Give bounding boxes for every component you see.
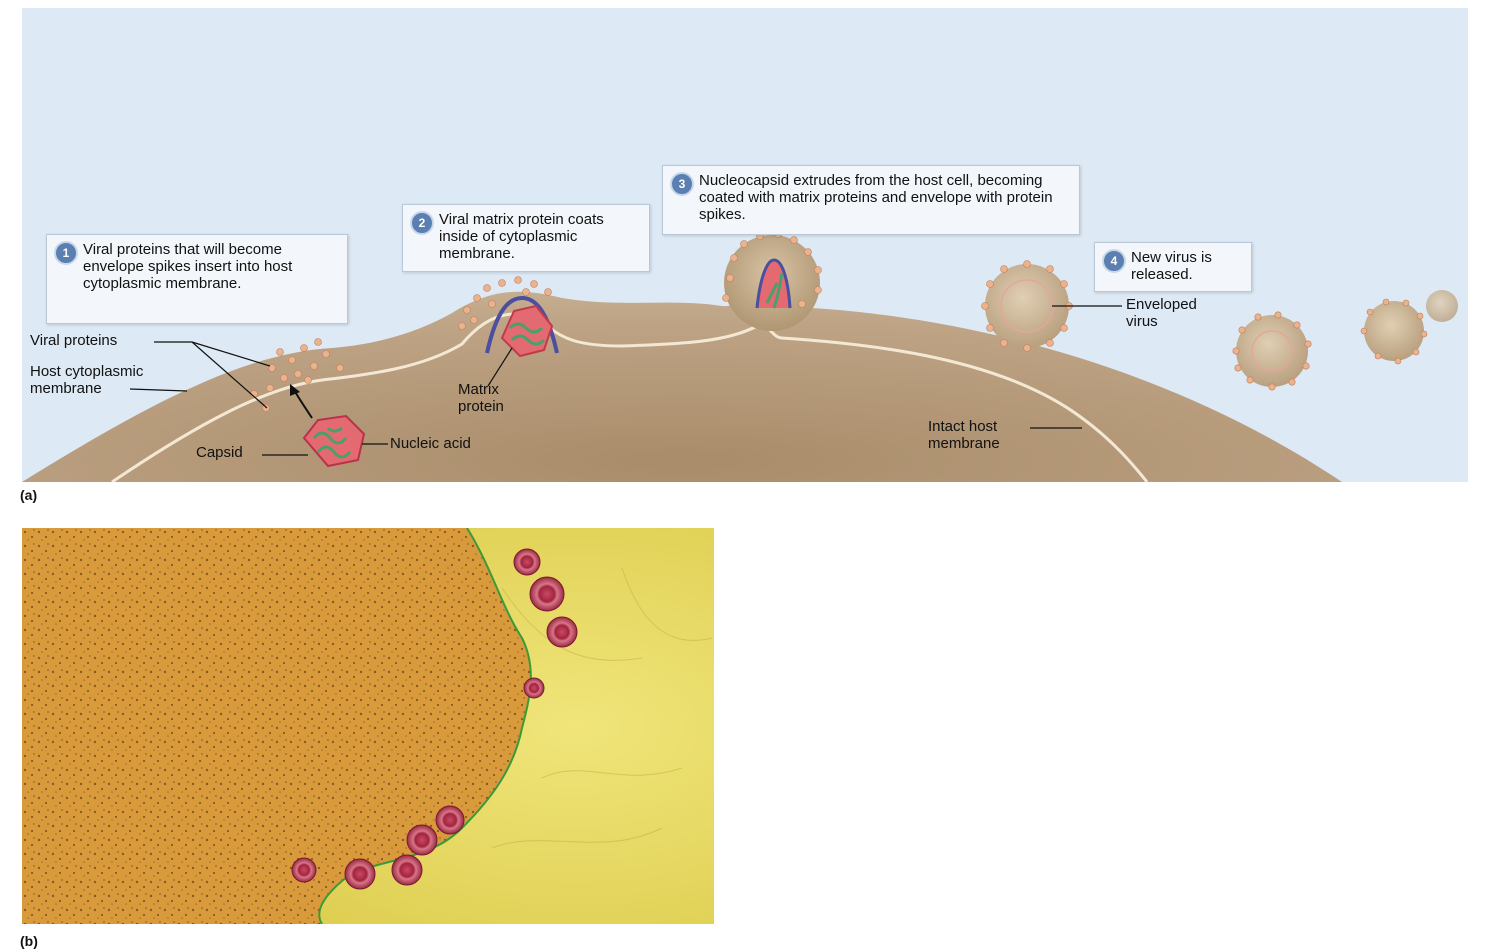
panel-b-label: (b) [20,933,38,949]
label-matrix-protein-1: Matrix [458,381,499,398]
background-fibers [491,567,713,849]
step-4-text: New virus is released. [1131,249,1212,283]
label-host-membrane-1: Host cytoplasmic [30,363,144,380]
nucleocapsid-step2 [500,304,554,358]
budding-illustration [22,230,1458,482]
step-1-text: Viral proteins that will become envelope… [83,241,293,292]
step-1-badge: 1 [54,241,78,265]
label-viral-proteins: Viral proteins [30,332,118,349]
step-3-callout: 3 Nucleocapsid extrudes from the host ce… [662,165,1080,235]
capsid [302,414,366,468]
label-matrix-protein-2: protein [458,398,504,415]
virions [291,548,578,890]
label-capsid: Capsid [196,444,243,461]
label-intact-host-1: Intact host [928,418,998,435]
budding-diagram: 1 Viral proteins that will become envelo… [22,8,1468,482]
label-intact-host-2: membrane [928,435,1000,452]
step-2-callout: 2 Viral matrix protein coats inside of c… [402,204,650,272]
step-3-text: Nucleocapsid extrudes from the host cell… [699,172,1053,223]
micrograph-image [22,528,714,924]
step-4-callout: 4 New virus is released. [1094,242,1252,292]
enveloped-virus-3 [1364,301,1424,361]
panel-a-label: (a) [20,487,38,503]
leader-lines [129,305,1122,456]
step-2-text: Viral matrix protein coats inside of cyt… [439,211,604,262]
host-cytoplasmic-membrane [111,312,1149,482]
label-nucleic-acid: Nucleic acid [390,435,471,452]
host-cell-micrograph [22,528,531,924]
enveloped-virus-4 [1426,290,1458,322]
step-2-badge: 2 [410,211,434,235]
label-enveloped-virus-1: Enveloped [1126,296,1197,313]
step-4-badge: 4 [1102,249,1126,273]
enveloped-virus-2 [1236,315,1308,387]
step-3-badge: 3 [670,172,694,196]
micrograph [22,528,714,924]
label-host-membrane-2: membrane [30,380,102,397]
step-1-callout: 1 Viral proteins that will become envelo… [46,234,348,324]
label-enveloped-virus-2: virus [1126,313,1158,330]
